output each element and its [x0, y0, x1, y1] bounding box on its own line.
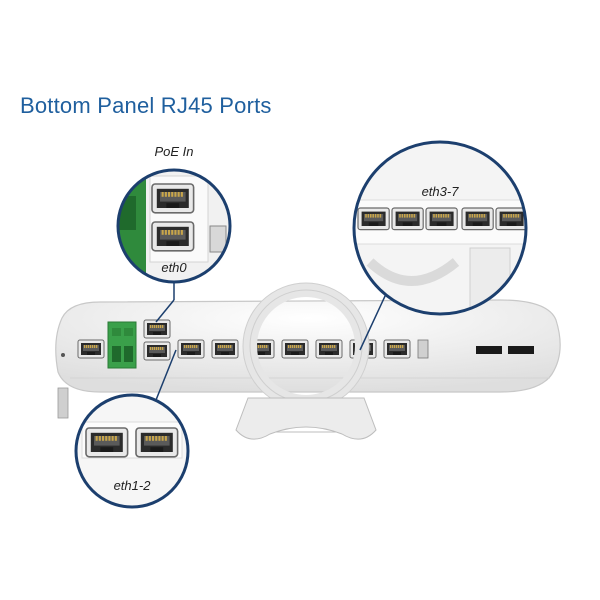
device-body	[55, 299, 561, 419]
rj45-port-icon	[177, 339, 205, 359]
rj45-port-icon	[357, 207, 390, 231]
rj45-port-icon	[211, 339, 239, 359]
rj45-port-icon	[281, 339, 309, 359]
eth3-7-label: eth3-7	[422, 184, 460, 199]
eth0-label: eth0	[161, 260, 187, 275]
rj45-port-icon	[425, 207, 458, 231]
rj45-port-icon	[135, 427, 179, 458]
rj45-port-icon	[77, 339, 105, 359]
rj45-port-icon	[85, 427, 129, 458]
terminal-block-icon	[107, 321, 137, 369]
rj45-port-icon	[315, 339, 343, 359]
page-title: Bottom Panel RJ45 Ports	[20, 93, 272, 118]
rj45-port-icon	[151, 183, 195, 214]
poe-in-label: PoE In	[154, 144, 193, 159]
rj45-port-icon	[383, 339, 411, 359]
rj45-port-icon	[143, 319, 171, 339]
poe-eth0-callout: PoE In eth0	[116, 144, 232, 323]
rj45-port-icon	[495, 207, 526, 231]
rj45-port-icon	[461, 207, 494, 231]
rj45-port-icon	[151, 221, 195, 252]
mount-bracket-icon	[235, 282, 377, 440]
eth1-2-callout: eth1-2	[74, 349, 190, 509]
eth1-2-label: eth1-2	[114, 478, 152, 493]
rj45-port-icon	[391, 207, 424, 231]
eth3-7-callout: eth3-7	[352, 140, 528, 351]
rj45-port-icon	[143, 341, 171, 361]
